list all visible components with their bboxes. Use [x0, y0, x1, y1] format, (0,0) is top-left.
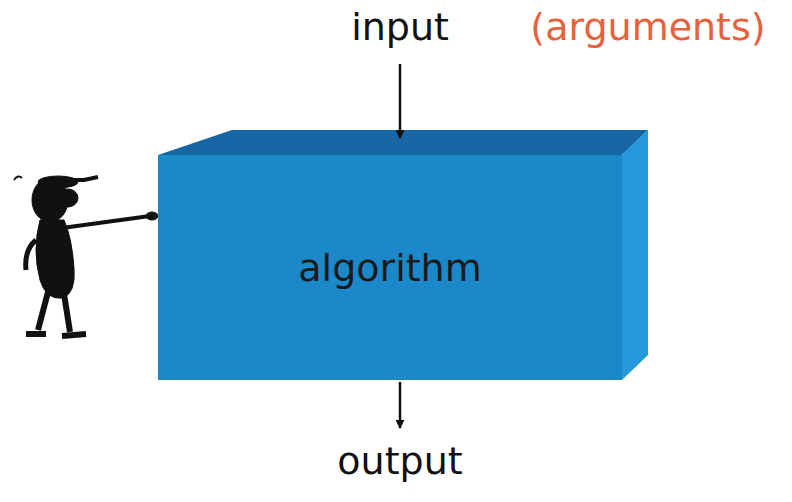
flow-label: output [337, 440, 462, 484]
box-label: algorithm [298, 246, 481, 290]
output-arrow [399, 382, 402, 428]
input-arrow [399, 64, 402, 138]
flow-label: input [351, 6, 449, 50]
algorithm-box: algorithm [158, 155, 622, 380]
argument-note: (arguments) [530, 6, 765, 50]
box-side-face [622, 130, 648, 380]
pointing-figure [14, 176, 158, 336]
box-top-face [158, 130, 648, 155]
